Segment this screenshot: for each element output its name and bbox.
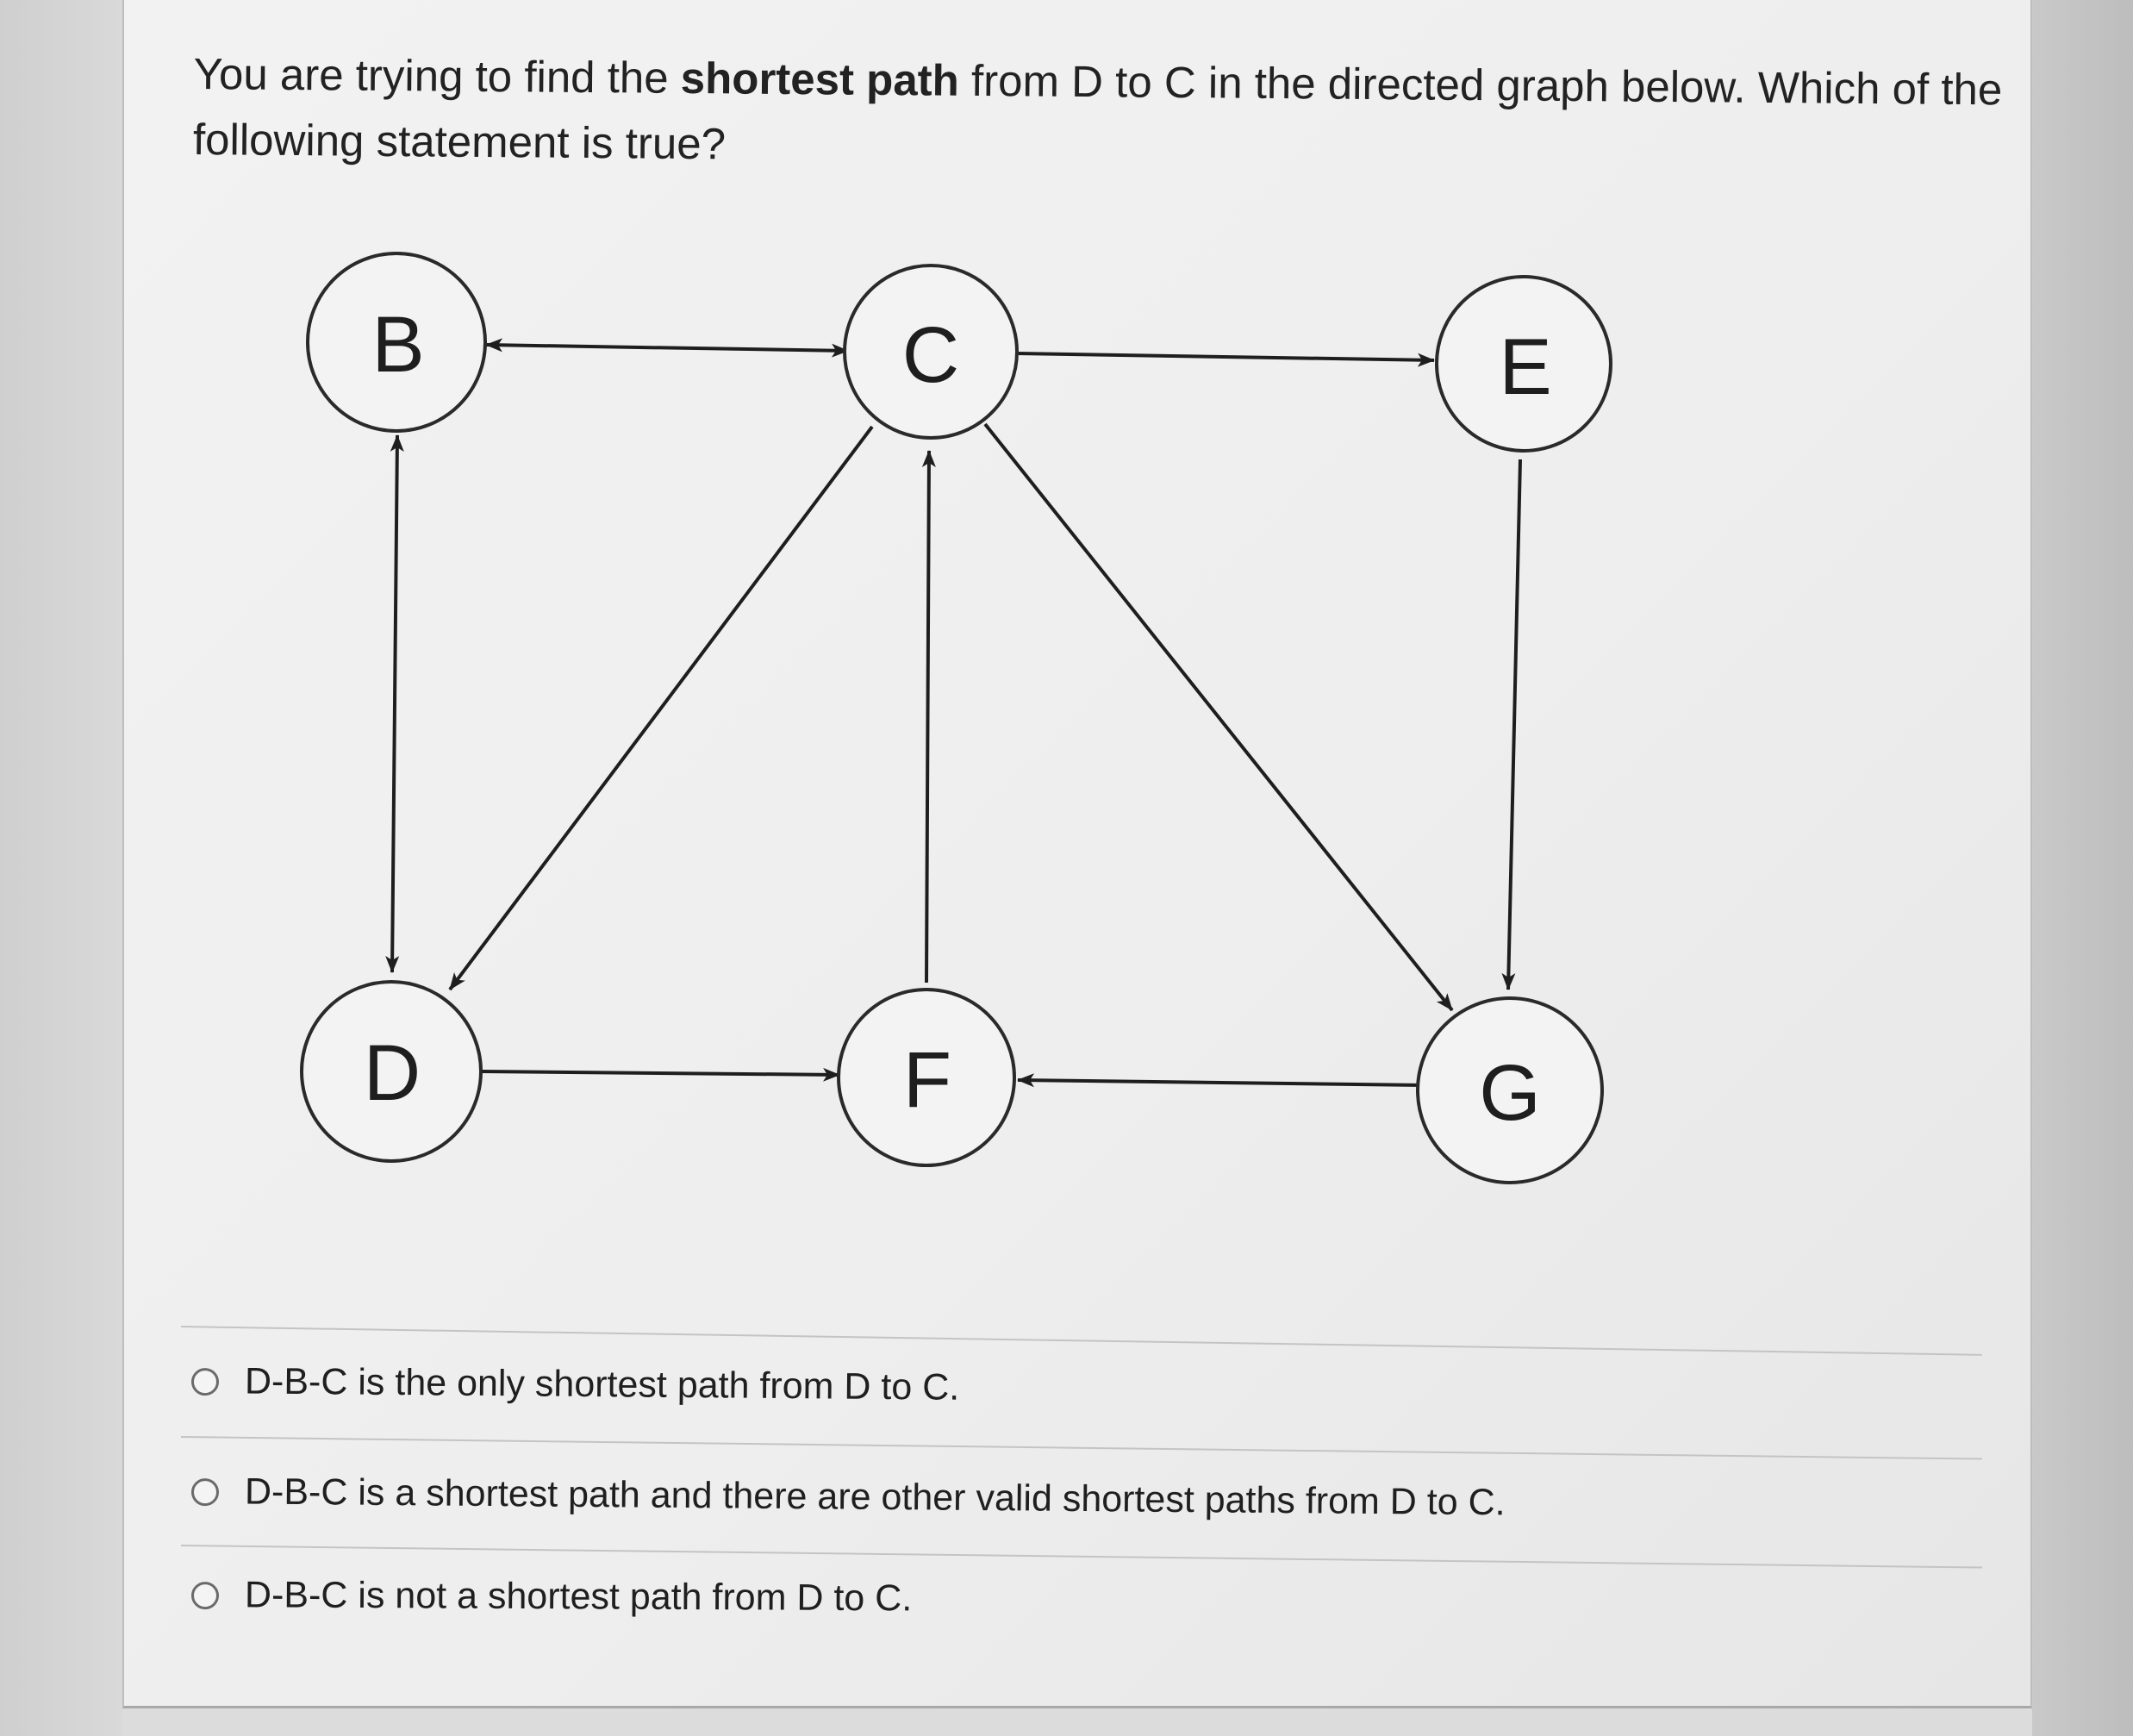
answer-option-1-label: D-B-C is the only shortest path from D t… — [244, 1360, 960, 1408]
edge-c-d — [448, 425, 874, 991]
node-c — [843, 264, 1019, 440]
answer-option-1[interactable]: D-B-C is the only shortest path from D t… — [190, 1360, 960, 1409]
node-g-label: G — [1479, 1049, 1541, 1137]
node-d-label: D — [364, 1029, 421, 1117]
graph-nodes — [300, 252, 1612, 1184]
edge-c-g — [983, 422, 1454, 1012]
edge-g-f — [1017, 1073, 1427, 1088]
node-c-label: C — [902, 311, 959, 399]
graph-edges — [385, 338, 1522, 1088]
node-e — [1435, 275, 1612, 453]
node-g — [1416, 996, 1604, 1184]
edge-e-g — [1501, 459, 1522, 990]
background-left — [0, 0, 122, 1736]
node-d — [300, 980, 483, 1163]
graph-node-labels: B C E D F G — [364, 301, 1552, 1137]
answer-option-3-label: D-B-C is not a shortest path from D to C… — [244, 1574, 913, 1620]
node-b — [306, 252, 487, 433]
edge-b-d — [385, 434, 404, 973]
node-b-label: B — [371, 301, 424, 389]
edge-d-f — [480, 1067, 840, 1082]
background-right — [2032, 0, 2133, 1736]
answer-option-3[interactable]: D-B-C is not a shortest path from D to C… — [190, 1574, 913, 1620]
answer-option-2-radio[interactable] — [190, 1477, 220, 1506]
node-f — [837, 988, 1016, 1167]
node-f-label: F — [903, 1036, 951, 1124]
edge-b-c — [485, 338, 849, 358]
answer-option-1-radio[interactable] — [190, 1367, 220, 1396]
edge-f-c — [921, 450, 936, 984]
edge-c-e — [1016, 352, 1435, 367]
answer-option-3-radio[interactable] — [190, 1581, 220, 1609]
node-e-label: E — [1499, 323, 1551, 411]
